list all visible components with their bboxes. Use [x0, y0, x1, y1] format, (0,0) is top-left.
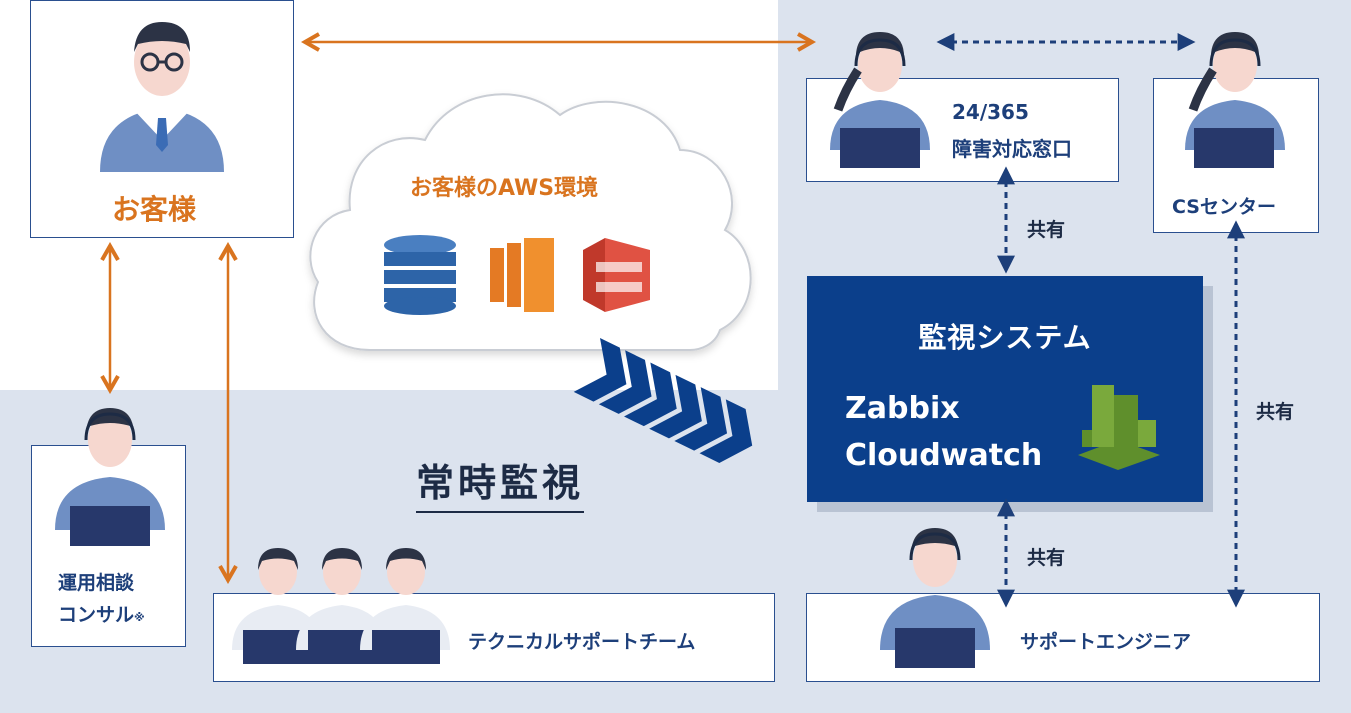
tech-team-label: テクニカルサポートチーム	[468, 631, 696, 653]
operator-male-icon	[880, 528, 990, 668]
share-label-cs: 共有	[1256, 401, 1295, 423]
monitoring-tool-zabbix: Zabbix	[845, 391, 960, 426]
consultant-label-text: コンサル	[58, 604, 135, 626]
support-engineer-card	[806, 593, 1320, 682]
dynamodb-icon	[384, 235, 456, 315]
share-label-engineer: 共有	[1027, 547, 1066, 569]
cs-center-label: CSセンター	[1172, 196, 1276, 218]
support-engineer-label: サポートエンジニア	[1020, 631, 1192, 653]
customer-label: お客様	[112, 193, 197, 226]
consultant-label-1: 運用相談	[58, 572, 135, 594]
always-monitoring-title: 常時監視	[416, 452, 585, 513]
incident-desk-label-2: 障害対応窓口	[952, 137, 1072, 161]
operator-male-icon	[360, 548, 450, 664]
cloudwatch-icon	[1078, 385, 1160, 470]
incident-desk-label-1: 24/365	[952, 100, 1029, 124]
s3-icon	[583, 238, 650, 312]
share-label-incident: 共有	[1027, 219, 1066, 241]
consultant-label-2: コンサル※	[58, 600, 145, 627]
operator-female-icon	[830, 32, 930, 168]
monitoring-tool-cloudwatch: Cloudwatch	[845, 438, 1043, 473]
customer-person-icon	[100, 22, 224, 172]
monitoring-system-box: 監視システム Zabbix Cloudwatch	[807, 276, 1203, 502]
consultant-note: ※	[134, 611, 145, 624]
operator-female-icon	[1185, 32, 1285, 168]
ec2-icon	[490, 238, 554, 312]
operator-male-icon	[55, 408, 165, 546]
monitoring-title: 監視システム	[918, 321, 1092, 354]
aws-environment-label: お客様のAWS環境	[410, 176, 599, 201]
monitoring-chevrons	[573, 338, 753, 463]
